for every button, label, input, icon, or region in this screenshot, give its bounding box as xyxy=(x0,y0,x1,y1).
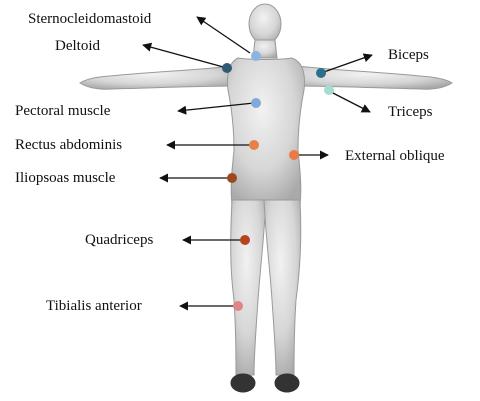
label-tibialis: Tibialis anterior xyxy=(46,299,142,314)
marker-tibialis xyxy=(233,301,243,311)
arrow-deltoid xyxy=(143,45,227,68)
label-rectus: Rectus abdominis xyxy=(15,138,122,153)
arrow-sternocleidomastoid xyxy=(197,17,250,53)
label-deltoid: Deltoid xyxy=(55,39,100,54)
arrow-triceps xyxy=(329,91,370,112)
marker-iliopsoas xyxy=(227,173,237,183)
right-foot xyxy=(275,374,299,392)
marker-biceps xyxy=(316,68,326,78)
label-quadriceps: Quadriceps xyxy=(85,233,153,248)
marker-external-oblique xyxy=(289,150,299,160)
marker-sternocleidomastoid xyxy=(251,51,261,61)
label-biceps: Biceps xyxy=(388,48,429,63)
marker-pectoral xyxy=(251,98,261,108)
arms xyxy=(80,66,236,89)
label-external-oblique: External oblique xyxy=(345,149,445,164)
marker-deltoid xyxy=(222,63,232,73)
label-sternocleidomastoid: Sternocleidomastoid xyxy=(28,12,151,27)
torso xyxy=(227,58,304,205)
marker-rectus xyxy=(249,140,259,150)
left-foot xyxy=(231,374,255,392)
head xyxy=(249,4,281,44)
label-pectoral: Pectoral muscle xyxy=(15,104,110,119)
marker-quadriceps xyxy=(240,235,250,245)
label-iliopsoas: Iliopsoas muscle xyxy=(15,171,115,186)
label-triceps: Triceps xyxy=(388,105,432,120)
left-leg xyxy=(231,200,266,375)
right-leg xyxy=(264,200,301,375)
marker-triceps xyxy=(324,85,334,95)
